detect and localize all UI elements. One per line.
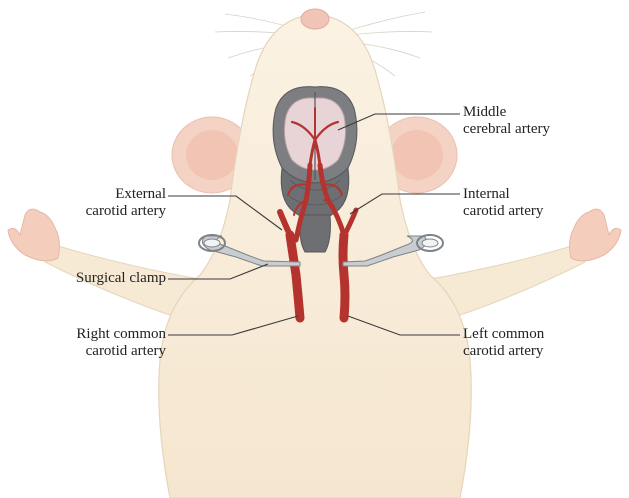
- label-external-carotid-artery: External carotid artery: [40, 186, 166, 220]
- right-paw: [570, 209, 621, 261]
- brainstem: [300, 215, 331, 252]
- label-internal-carotid-artery: Internal carotid artery: [463, 186, 543, 220]
- left-common-carotid: [343, 235, 345, 318]
- label-line: carotid artery: [463, 203, 543, 220]
- label-line: carotid artery: [20, 343, 166, 360]
- label-line: carotid artery: [40, 203, 166, 220]
- label-line: Internal: [463, 186, 543, 203]
- label-line: cerebral artery: [463, 121, 550, 138]
- label-line: External: [40, 186, 166, 203]
- label-line: Right common: [20, 326, 166, 343]
- left-ear-inner: [186, 130, 238, 180]
- label-middle-cerebral-artery: Middle cerebral artery: [463, 104, 550, 138]
- label-line: Surgical clamp: [20, 270, 166, 287]
- label-surgical-clamp: Surgical clamp: [20, 270, 166, 287]
- nose: [301, 9, 329, 29]
- label-left-common-carotid-artery: Left common carotid artery: [463, 326, 544, 360]
- label-line: carotid artery: [463, 343, 544, 360]
- label-right-common-carotid-artery: Right common carotid artery: [20, 326, 166, 360]
- label-line: Left common: [463, 326, 544, 343]
- label-line: Middle: [463, 104, 550, 121]
- right-ear-inner: [391, 130, 443, 180]
